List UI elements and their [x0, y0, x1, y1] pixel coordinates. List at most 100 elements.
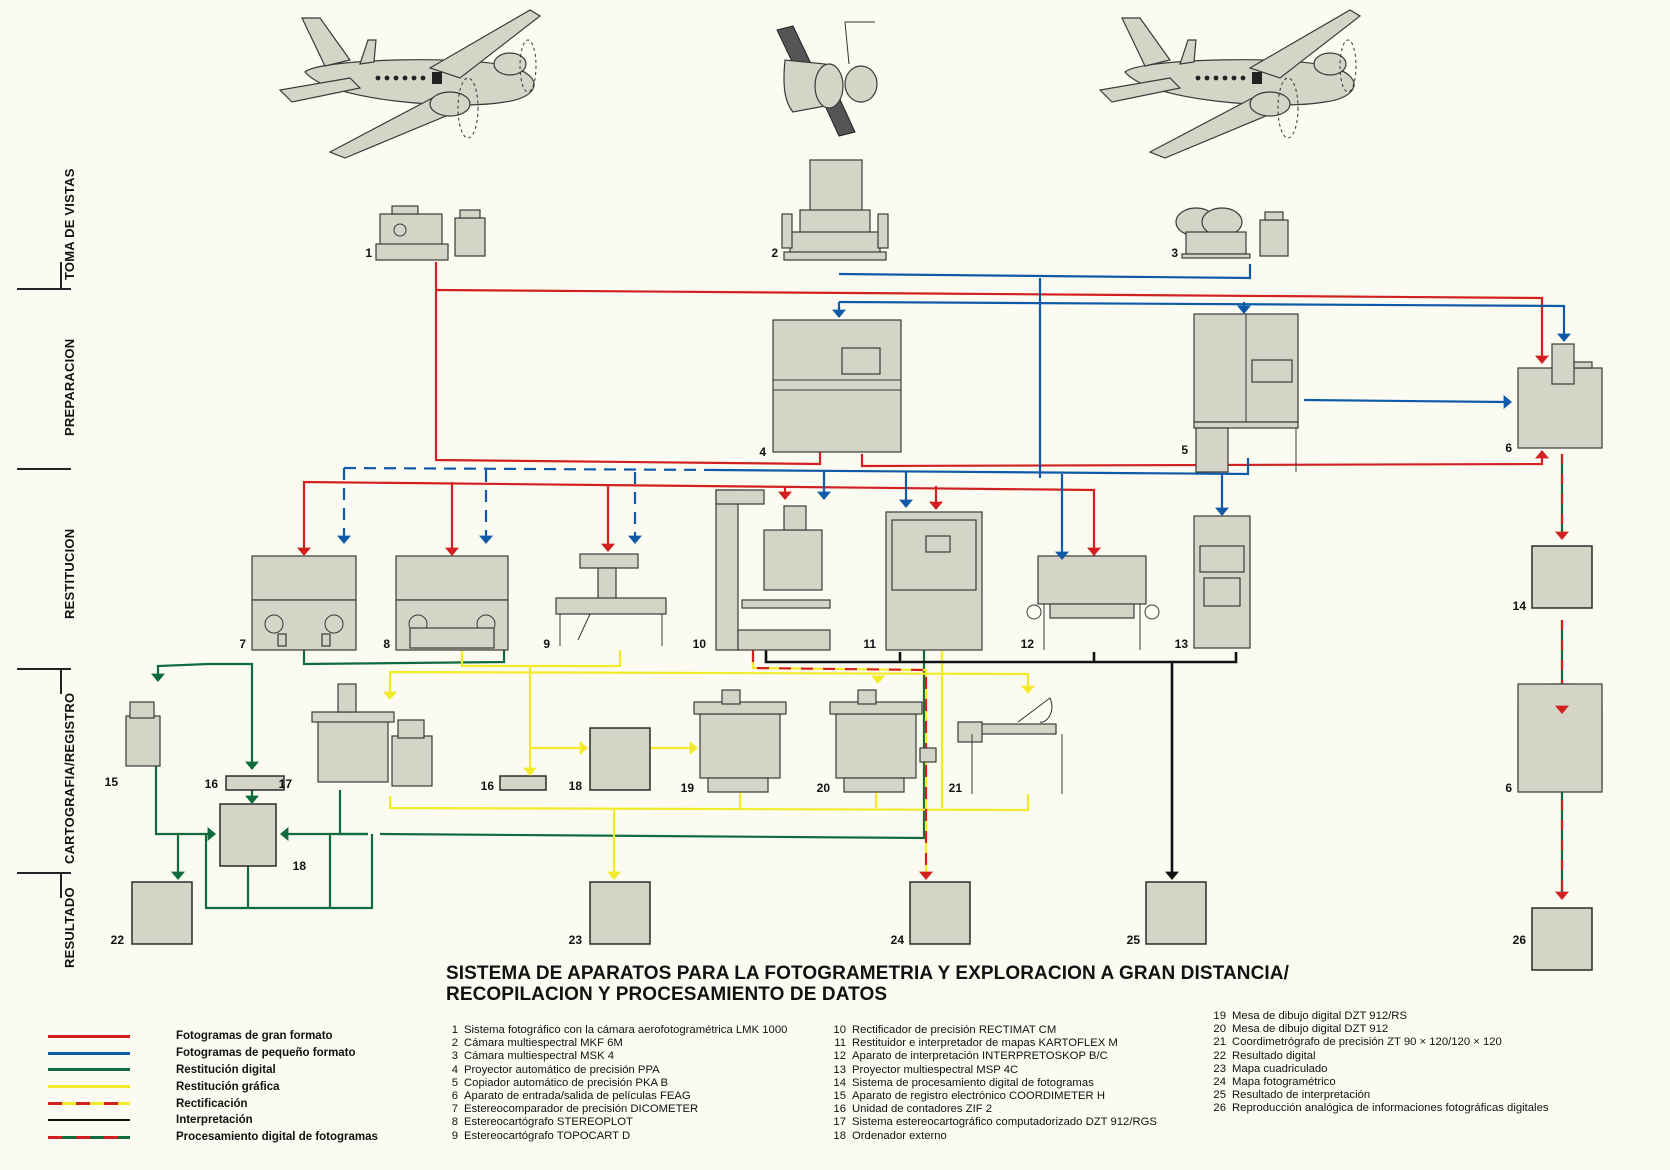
- window: [375, 75, 381, 81]
- camera-2-base: [789, 231, 881, 255]
- propeller: [457, 77, 479, 139]
- camera-2-mid: [799, 209, 871, 235]
- cockpit-window: [1252, 72, 1262, 84]
- stage-divider: [17, 668, 71, 670]
- catalog-item-text: Unidad de contadores ZIF 2: [852, 1103, 993, 1116]
- arrowhead-icon: [207, 827, 216, 841]
- rectimat-top: [783, 505, 807, 531]
- catalog-item-text: Mesa de dibujo digital DZT 912: [1232, 1023, 1389, 1036]
- arrowhead-icon: [1557, 333, 1571, 342]
- diagram-title: SISTEMA DE APARATOS PARA LA FOTOGRAMETRI…: [446, 963, 1289, 1005]
- projector-ppa-panel: [841, 347, 881, 375]
- window: [1195, 75, 1201, 81]
- arrowhead-icon: [1535, 355, 1549, 364]
- window: [384, 75, 390, 81]
- legend-item: Restitución gráfica: [48, 1078, 378, 1095]
- catalog-item-number: 26: [1213, 1102, 1226, 1115]
- node-number: 11: [863, 637, 876, 651]
- dzt-rgs-bar: [311, 711, 395, 723]
- connection-line: [156, 662, 209, 680]
- arrowhead-icon: [929, 501, 943, 510]
- catalog-item-number: 14: [833, 1076, 846, 1089]
- stabilizer: [1098, 77, 1182, 103]
- stage-label-cartografia-registro: CARTOGRAFIA/REGISTRO: [62, 692, 77, 864]
- dzt-rs-head: [721, 689, 741, 705]
- box-24: [909, 881, 971, 945]
- catalog-item-number: 3: [451, 1050, 458, 1063]
- engine: [1249, 91, 1291, 117]
- dzt-rs-legs: [707, 777, 769, 793]
- foot: [321, 633, 331, 647]
- rectimat-column: [715, 489, 739, 651]
- stage-label-preparacion: PREPARACION: [62, 338, 77, 436]
- arrowhead-icon: [523, 767, 537, 776]
- camera-1-base: [375, 243, 449, 261]
- dicometer-wheel: [264, 614, 284, 634]
- legend-label: Rectificación: [176, 1097, 248, 1110]
- arrowhead-icon: [383, 691, 397, 700]
- connection-line: [715, 458, 1250, 476]
- red-line-large-format: [302, 480, 1096, 556]
- diagram-title-line-2: RECOPILACION Y PROCESAMIENTO DE DATOS: [446, 984, 888, 1005]
- node-number: 17: [279, 777, 293, 791]
- arrowhead-icon: [245, 761, 259, 770]
- upper-wing: [428, 9, 542, 79]
- node-number: 5: [1181, 443, 1188, 457]
- projector-ppa: [772, 319, 902, 453]
- camera-3-base: [1185, 231, 1247, 255]
- interpretoskop-top: [1037, 555, 1147, 605]
- node-number: 22: [111, 933, 125, 947]
- node-number: 7: [239, 637, 246, 651]
- catalog-item-number: 8: [451, 1116, 458, 1129]
- legend-item: Fotogramas de pequeño formato: [48, 1045, 378, 1062]
- catalog-item-text: Coordimetrógrafo de precisión ZT 90 × 12…: [1232, 1036, 1502, 1049]
- connection-line: [338, 790, 368, 836]
- arrowhead-icon: [899, 499, 913, 508]
- tail-fin: [1121, 17, 1172, 67]
- arrowhead-icon: [1055, 551, 1069, 560]
- camera-1-control: [454, 217, 486, 257]
- arrowhead-icon: [280, 827, 289, 841]
- catalog-item-text: Sistema estereocartográfico computadoriz…: [852, 1116, 1157, 1129]
- legend-label: Fotogramas de gran formato: [176, 1030, 333, 1043]
- camera-1-lens: [393, 223, 407, 237]
- diagram-title-line-1: SISTEMA DE APARATOS PARA LA FOTOGRAMETRI…: [446, 963, 1289, 984]
- arrowhead-icon: [778, 491, 792, 500]
- feag-column: [1551, 343, 1575, 385]
- upper-wing: [1248, 9, 1362, 79]
- red-line-large-format: [434, 262, 822, 466]
- topocart-table: [555, 597, 667, 615]
- catalog-item-number: 15: [833, 1090, 846, 1103]
- fuselage: [1124, 59, 1355, 106]
- airplane-icon: [278, 9, 542, 159]
- arrowheads: [151, 305, 1571, 900]
- propeller: [519, 39, 537, 93]
- arrowhead-icon: [1555, 531, 1569, 540]
- catalog-item-text: Cámara multiespectral MSK 4: [464, 1050, 615, 1063]
- foot: [277, 633, 287, 647]
- window: [420, 75, 426, 81]
- catalog-item-text: Ordenador externo: [852, 1129, 947, 1142]
- stage-label-toma-de-vistas: TOMA DE VISTAS: [62, 168, 77, 280]
- connection-line: [204, 834, 374, 910]
- feag-b-body-bg: [1517, 683, 1603, 793]
- topocart-bar: [579, 553, 639, 569]
- dicometer-body: [251, 599, 357, 651]
- stereoplot-top: [395, 555, 509, 601]
- connection-lines: [154, 262, 1566, 910]
- node-number: 1: [365, 246, 372, 260]
- arrowhead-icon: [832, 309, 846, 318]
- black-line-interpretation: [764, 650, 1238, 664]
